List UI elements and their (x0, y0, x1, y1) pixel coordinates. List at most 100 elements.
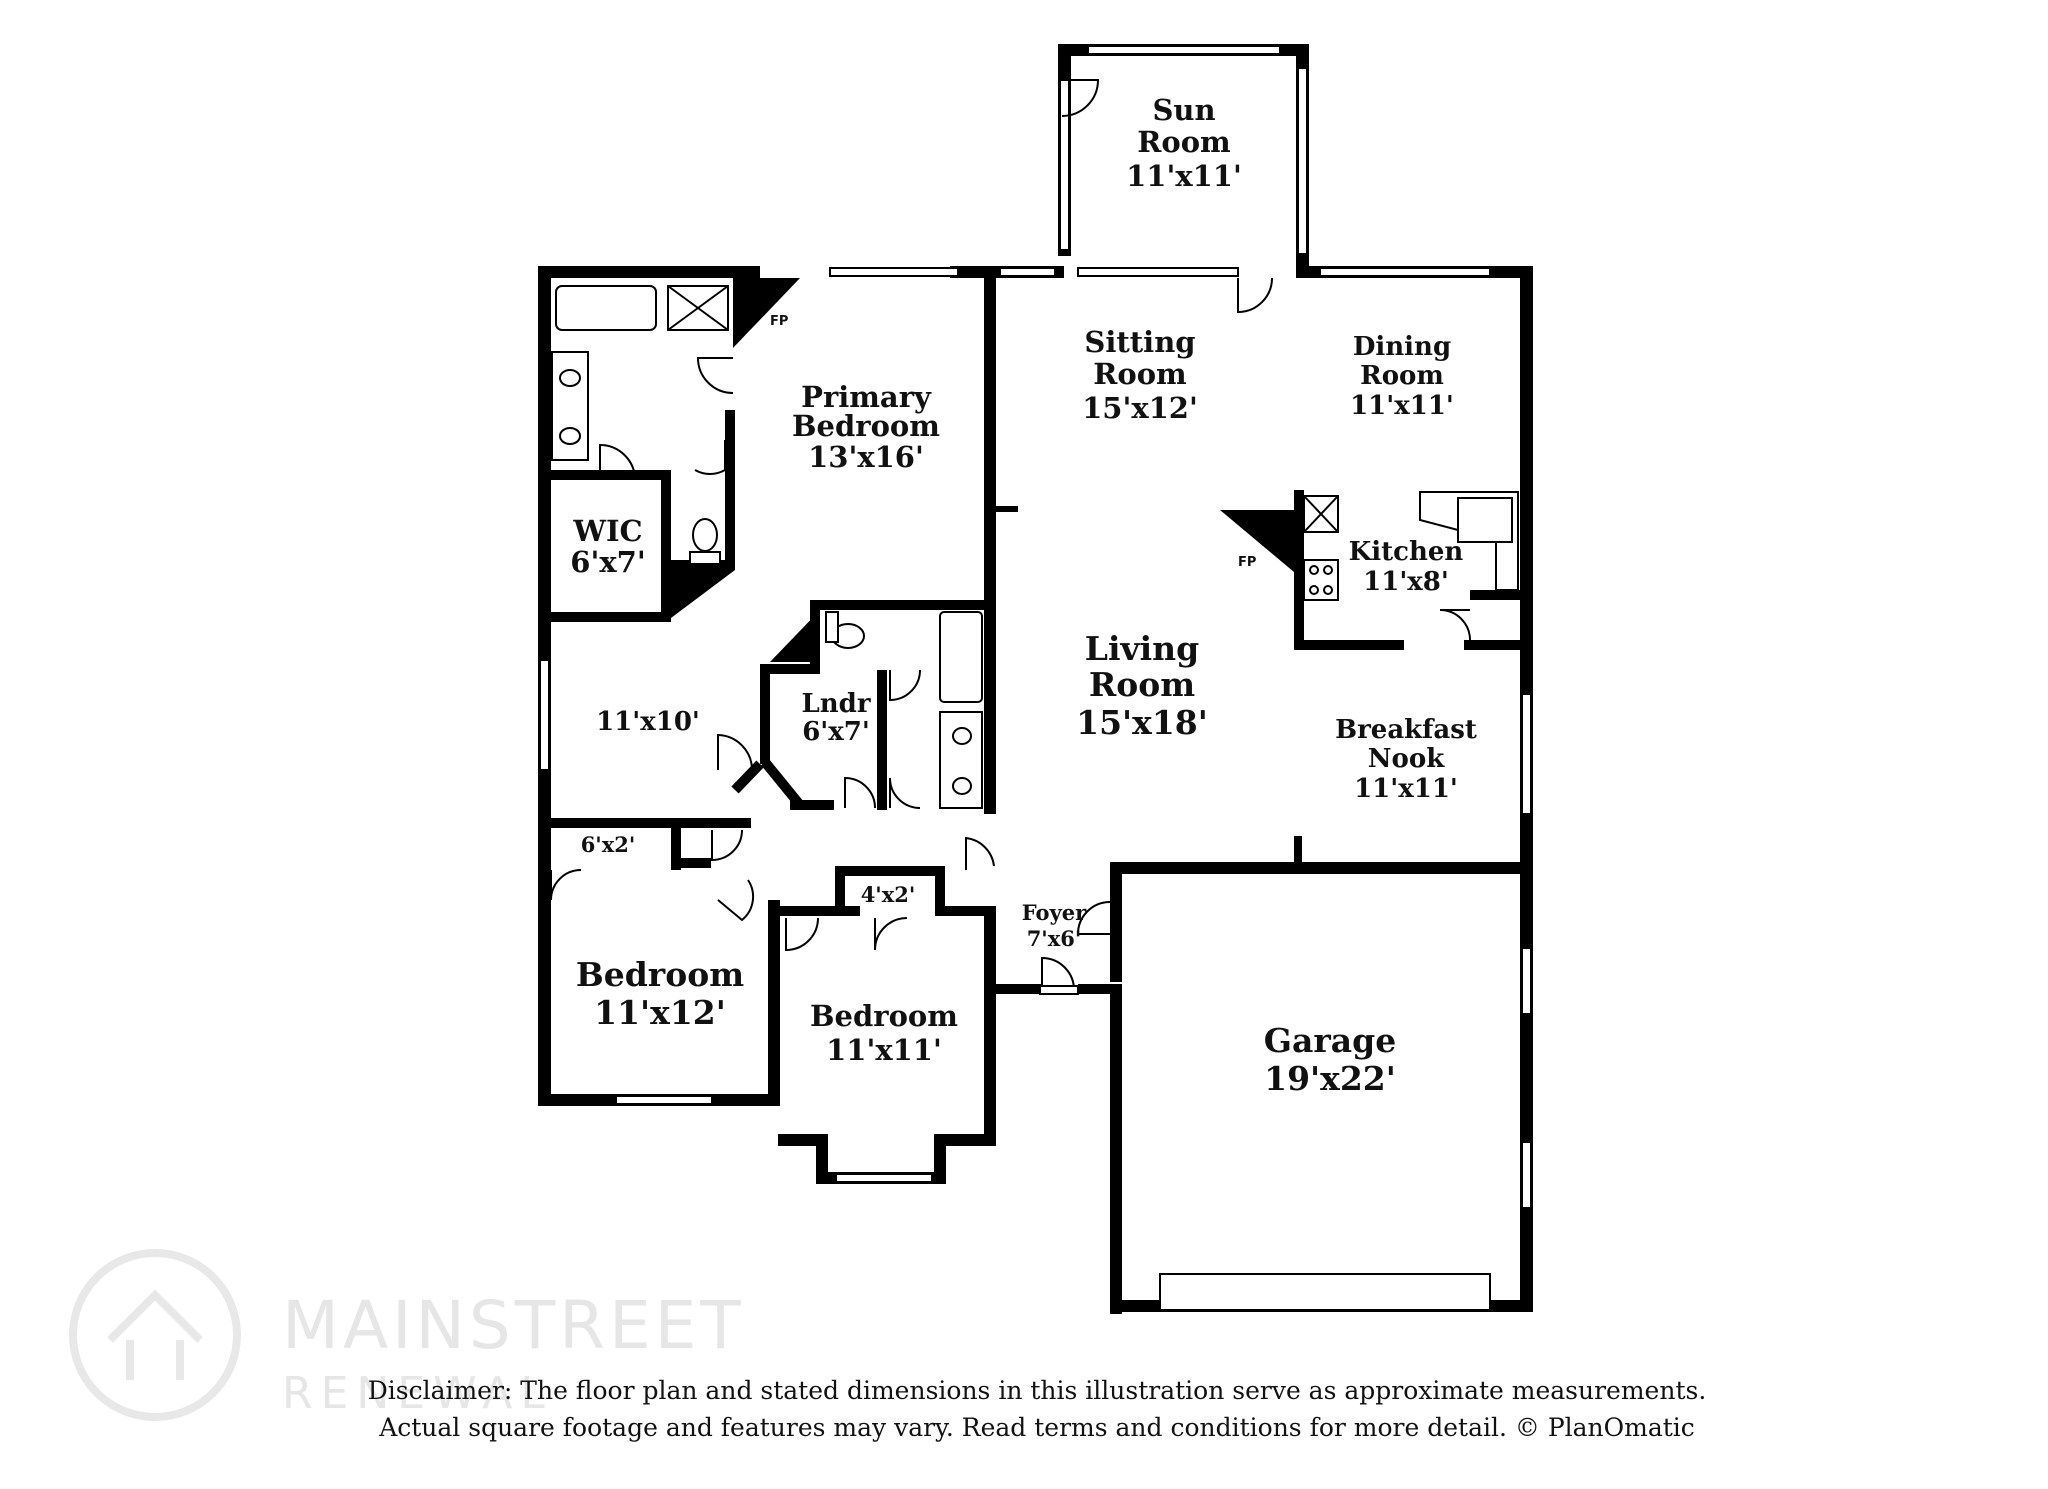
door-toilet[interactable] (694, 440, 726, 475)
window (829, 267, 959, 277)
door-garage[interactable] (1076, 901, 1111, 935)
room-name: Bedroom (792, 409, 940, 443)
door-bath-inner[interactable] (889, 669, 921, 702)
room-dimensions: 15'x18' (1076, 703, 1208, 742)
room-name: Room (1093, 357, 1187, 391)
watermark-line2: RENEWAL (282, 1368, 553, 1419)
house-icon (107, 1289, 203, 1380)
room-name: Sitting (1084, 325, 1195, 359)
room-garage: Garage 19'x22' (1264, 1021, 1396, 1098)
window (1297, 67, 1308, 255)
window (539, 659, 550, 771)
walls (538, 44, 1533, 1314)
room-dimensions: 13'x16' (808, 440, 924, 474)
sink-icon (952, 727, 972, 745)
sink-icon (952, 777, 972, 795)
room-dimensions: 15'x12' (1082, 391, 1198, 425)
doors[interactable] (550, 79, 1471, 995)
room-foyer: Foyer 7'x6' (1022, 900, 1087, 951)
laundry-chase-icon (770, 610, 820, 662)
door-front[interactable] (1041, 956, 1075, 991)
toilet-tank-icon (689, 551, 721, 565)
room-dimensions: 11'x11' (826, 1033, 942, 1067)
door-primary-bath[interactable] (696, 357, 734, 394)
door-bedroom-left[interactable] (717, 879, 755, 922)
door-closet-a[interactable] (711, 829, 743, 862)
room-closet-a: 6'x2' (581, 832, 636, 857)
room-dimensions: 11'x11' (1126, 159, 1242, 193)
door-closet-b[interactable] (874, 917, 908, 951)
door-pantry[interactable] (1439, 609, 1471, 641)
window (1087, 45, 1281, 55)
stove-icon (1303, 559, 1339, 601)
room-wic: WIC 6'x7' (570, 514, 645, 579)
room-dimensions: 11'x12' (594, 993, 726, 1032)
door-sun-sitting[interactable] (1237, 277, 1273, 314)
fixtures (551, 285, 1519, 809)
room-name: Room (1360, 361, 1444, 391)
room-name: Breakfast (1335, 715, 1477, 745)
room-name: Primary (801, 380, 932, 414)
wic-chase-icon (671, 560, 735, 618)
door-wic[interactable] (599, 443, 636, 481)
garage-door (1159, 1273, 1491, 1311)
bathtub-icon (555, 285, 657, 331)
room-dimensions: 6'x7' (802, 717, 870, 747)
room-bedroom-mid: Bedroom 11'x11' (810, 999, 958, 1067)
fireplace-primary-icon (733, 278, 800, 348)
room-name: Bedroom (810, 999, 958, 1033)
room-dimensions: 11'x11' (1354, 774, 1458, 804)
room-name: Room (1089, 665, 1195, 704)
room-kitchen: Kitchen 11'x8' (1349, 537, 1464, 597)
door-hall-room[interactable] (717, 733, 753, 771)
room-name: Nook (1368, 744, 1445, 774)
door-hall-foyer[interactable] (965, 836, 995, 870)
door-laundry[interactable] (844, 776, 876, 809)
room-dimensions: 19'x22' (1264, 1059, 1396, 1098)
room-dimensions: 11'x8' (1363, 567, 1449, 597)
room-dimensions: 6'x7' (570, 545, 645, 579)
window (999, 267, 1056, 277)
room-dining-room: Dining Room 11'x11' (1350, 332, 1454, 421)
kitchen-sink-icon (1457, 497, 1513, 543)
room-laundry: Lndr 6'x7' (801, 689, 870, 747)
windows (539, 45, 1532, 1311)
bathtub-icon (939, 611, 983, 703)
room-name: Living (1085, 629, 1200, 668)
window (615, 1095, 713, 1105)
room-sitting-room: Sitting Room 15'x12' (1082, 325, 1198, 425)
door-closet-left[interactable] (550, 869, 582, 901)
room-dimensions: 4'x2' (861, 882, 916, 907)
watermark-logo-icon (69, 1249, 241, 1421)
disclaimer-line1: Disclaimer: The floor plan and stated di… (368, 1376, 1707, 1405)
room-name: Bedroom (576, 955, 744, 994)
room-bedroom-left: Bedroom 11'x12' (576, 955, 744, 1032)
room-name: Lndr (801, 689, 870, 719)
sink-icon (559, 427, 581, 445)
watermark-line1: MAINSTREET (282, 1287, 745, 1364)
room-name: Garage (1264, 1021, 1396, 1060)
fireplaces: FP FP (671, 278, 1294, 662)
front-door-threshold (1039, 985, 1079, 995)
door-bedroom-mid[interactable] (785, 917, 819, 952)
window (1521, 947, 1532, 1015)
window (1319, 267, 1491, 277)
room-dimensions: 11'x10' (596, 707, 700, 737)
room-dimensions: 7'x6' (1027, 926, 1082, 951)
room-name: Dining (1353, 332, 1451, 362)
window (835, 1173, 933, 1183)
room-dimensions: 6'x2' (581, 832, 636, 857)
room-name: WIC (572, 514, 642, 548)
window (1521, 693, 1532, 815)
watermark: MAINSTREET RENEWAL (69, 1249, 745, 1421)
room-labels: Sun Room 11'x11' Sitting Room 15'x12' Di… (570, 93, 1477, 1098)
toilet-tank-icon (825, 611, 839, 643)
room-closet-b: 4'x2' (861, 882, 916, 907)
sink-icon (559, 369, 581, 387)
window (1059, 79, 1070, 251)
toilet-icon (692, 518, 718, 552)
door-sun-room[interactable] (1061, 79, 1100, 117)
laundry-walls (731, 758, 804, 809)
door-hall-bath[interactable] (889, 777, 921, 809)
